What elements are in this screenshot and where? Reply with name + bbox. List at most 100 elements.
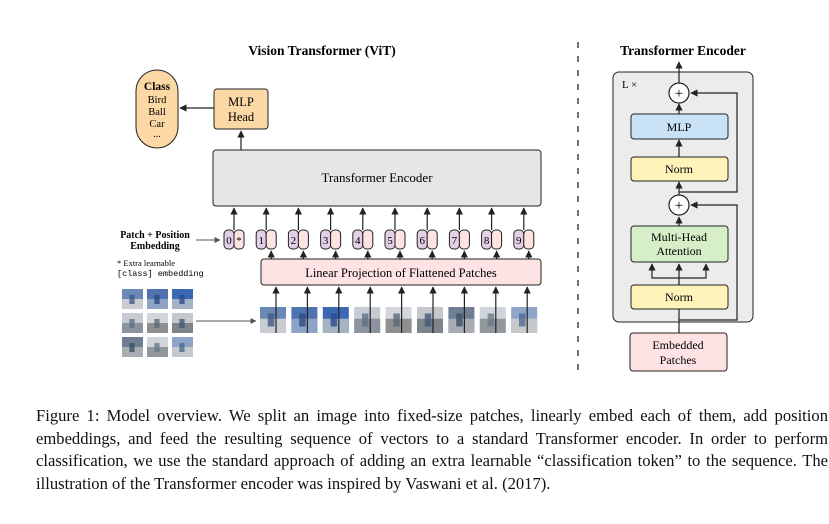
linear-projection-label: Linear Projection of Flattened Patches [305,266,497,280]
norm-bottom-label: Norm [665,290,694,304]
token-3: 3 [320,207,342,259]
class-box [135,69,179,149]
norm-top-label: Norm [665,162,694,176]
grid-patch [122,289,143,309]
mha-label-1: Multi-Head [651,230,707,244]
grid-patch-detail [154,343,160,352]
patch-detail [393,313,400,327]
image-patch-grid [122,289,193,357]
patch-detail [267,313,275,327]
embedded-label-1: Embedded [652,338,703,352]
patch-detail [487,313,495,327]
norm-to-mha-arrow-right [679,263,710,279]
extra-note-1: * Extra learnable [117,258,175,268]
grid-patch-detail [179,343,185,352]
grid-patch [122,313,143,333]
grid-patch [122,337,143,357]
patch-embedding [330,229,342,250]
patch-embedding [426,229,438,250]
linear-projection-box [260,258,542,286]
grid-patch [172,313,193,333]
class-token-star: * [236,235,242,247]
token-index-label: 9 [516,235,522,247]
patch-detail [424,313,432,327]
grid-patch [147,289,168,309]
patch-embedding [491,229,503,250]
token-9: 9 [513,207,535,259]
grid-patch-detail [129,295,135,304]
patch-detail [299,313,306,327]
vit-encoder-box [212,149,542,207]
class-item-more: ... [153,129,161,140]
norm-to-mha-arrow-left [648,263,679,279]
mlp-head-label-2: Head [228,110,255,124]
patch-thumbnail-1 [260,286,286,333]
mlp-label: MLP [667,120,692,134]
plus-top-label: + [675,86,683,102]
vit-title: Vision Transformer (ViT) [248,43,396,58]
patch-embedding [233,229,245,250]
token-1: 1 [255,207,277,259]
embedded-label-2: Patches [660,353,697,367]
grid-patch-detail [179,319,185,328]
token-index-label: 6 [419,235,425,247]
class-item-car: Car [149,119,165,130]
token-7: 7 [448,207,470,259]
residual-skip-top [679,89,738,193]
token-0: 0* [223,207,245,250]
token-index-label: 4 [355,235,361,247]
token-index-label: 1 [258,235,264,247]
token-6: 6 [416,207,438,259]
token-index-label: 0 [226,235,232,247]
token-index-label: 5 [387,235,393,247]
patch-embedding [523,229,535,250]
patch-thumbnail-3 [322,286,349,333]
token-index-label: 2 [291,235,297,247]
patch-embedding [362,229,374,250]
token-index-label: 3 [323,235,329,247]
grid-patch [172,289,193,309]
token-index-label: 8 [484,235,490,247]
patch-embedding [265,229,277,250]
repeat-label: L × [622,79,637,91]
class-title: Class [144,81,171,93]
mlp-head-box [213,88,269,130]
patch-thumbnail-6 [417,286,443,333]
token-2: 2 [287,207,309,259]
plus-bottom-label: + [675,198,683,214]
vit-encoder-label: Transformer Encoder [321,170,433,185]
grid-patch-detail [154,319,160,328]
patch-pos-label-1: Patch + Position [120,230,190,241]
patch-detail [362,313,369,327]
patch-embedding [458,229,470,250]
class-item-ball: Ball [148,107,166,118]
grid-patch-detail [129,343,135,352]
mha-label-2: Attention [656,244,701,258]
token-8: 8 [481,207,503,259]
grid-patch [172,337,193,357]
residual-skip-bottom [679,201,738,321]
token-index-label: 7 [452,235,458,247]
grid-patch [147,337,168,357]
token-4: 4 [352,207,374,259]
patch-embedding [394,229,406,250]
patch-thumbnail-9 [511,286,538,333]
grid-patch-detail [154,295,160,304]
patch-sequence [260,286,538,333]
patch-thumbnail-7 [448,286,475,333]
token-5: 5 [384,207,406,259]
grid-patch-detail [129,319,135,328]
extra-note-2: [class] embedding [117,269,204,279]
patch-thumbnail-8 [479,286,506,333]
figure-diagram: Vision Transformer (ViT) Class Bird Ball… [117,42,754,372]
patch-thumbnail-5 [385,286,412,333]
patch-thumbnail-2 [291,286,318,333]
patch-detail [519,313,526,327]
patch-detail [330,313,338,327]
patch-thumbnail-4 [354,286,381,333]
patch-detail [456,313,463,327]
encoder-title: Transformer Encoder [620,43,746,58]
class-item-bird: Bird [148,95,167,106]
mlp-head-label-1: MLP [228,95,254,109]
